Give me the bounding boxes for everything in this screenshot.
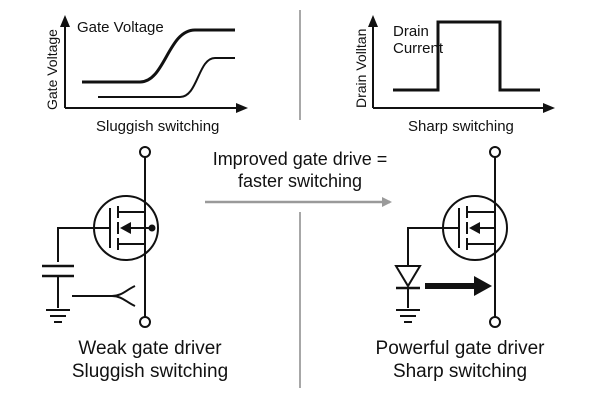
left-circuit: [42, 146, 159, 328]
right-circuit: [394, 146, 508, 328]
gate-voltage-curve-inner: [98, 57, 235, 98]
right-caption-line2: Sharp switching: [392, 361, 528, 382]
right-strong-drive-arrowhead: [474, 276, 492, 296]
left-caption-line1: Weak gate driver: [78, 338, 222, 359]
center-heading-line2: faster switching: [237, 171, 363, 191]
graph-left-y-arrowhead: [60, 15, 70, 27]
gate-voltage-y-axis-label: Gate Voltage: [44, 29, 60, 110]
right-drain-terminal: [489, 146, 501, 158]
left-weak-drive-signal: [72, 285, 136, 307]
center-heading-line1: Improved gate drive =: [212, 149, 388, 169]
current-label-line2: Current: [393, 40, 444, 57]
right-diode-triangle: [394, 265, 422, 288]
graph-left-x-arrowhead: [236, 103, 248, 113]
drain-volltan-y-axis-label: Drain Volltan: [353, 28, 369, 108]
drain-current-graph: [368, 15, 555, 113]
right-caption-line1: Powerful gate driver: [375, 338, 545, 359]
right-gate-wire: [407, 227, 459, 266]
gate-voltage-caption: Sluggish switching: [96, 118, 220, 135]
right-body-arrowhead: [469, 222, 480, 234]
left-drain-terminal: [139, 146, 151, 158]
graph-right-x-arrowhead: [543, 103, 555, 113]
graph-right-y-arrowhead: [368, 15, 378, 27]
left-body-arrowhead: [120, 222, 131, 234]
gate-voltage-curve-outer: [82, 28, 235, 84]
right-source-terminal: [489, 316, 501, 328]
gate-voltage-graph: [60, 15, 248, 113]
left-gate-wire: [57, 227, 110, 262]
left-body-dot: [148, 224, 156, 232]
drain-label-line1: Drain: [393, 23, 429, 40]
gate-voltage-curve-label: Gate Voltage: [77, 19, 164, 36]
left-source-terminal: [139, 316, 151, 328]
left-caption-line2: Sluggish switching: [71, 361, 229, 382]
drain-current-caption: Sharp switching: [408, 118, 514, 135]
drain-current-pulse: [393, 20, 540, 92]
